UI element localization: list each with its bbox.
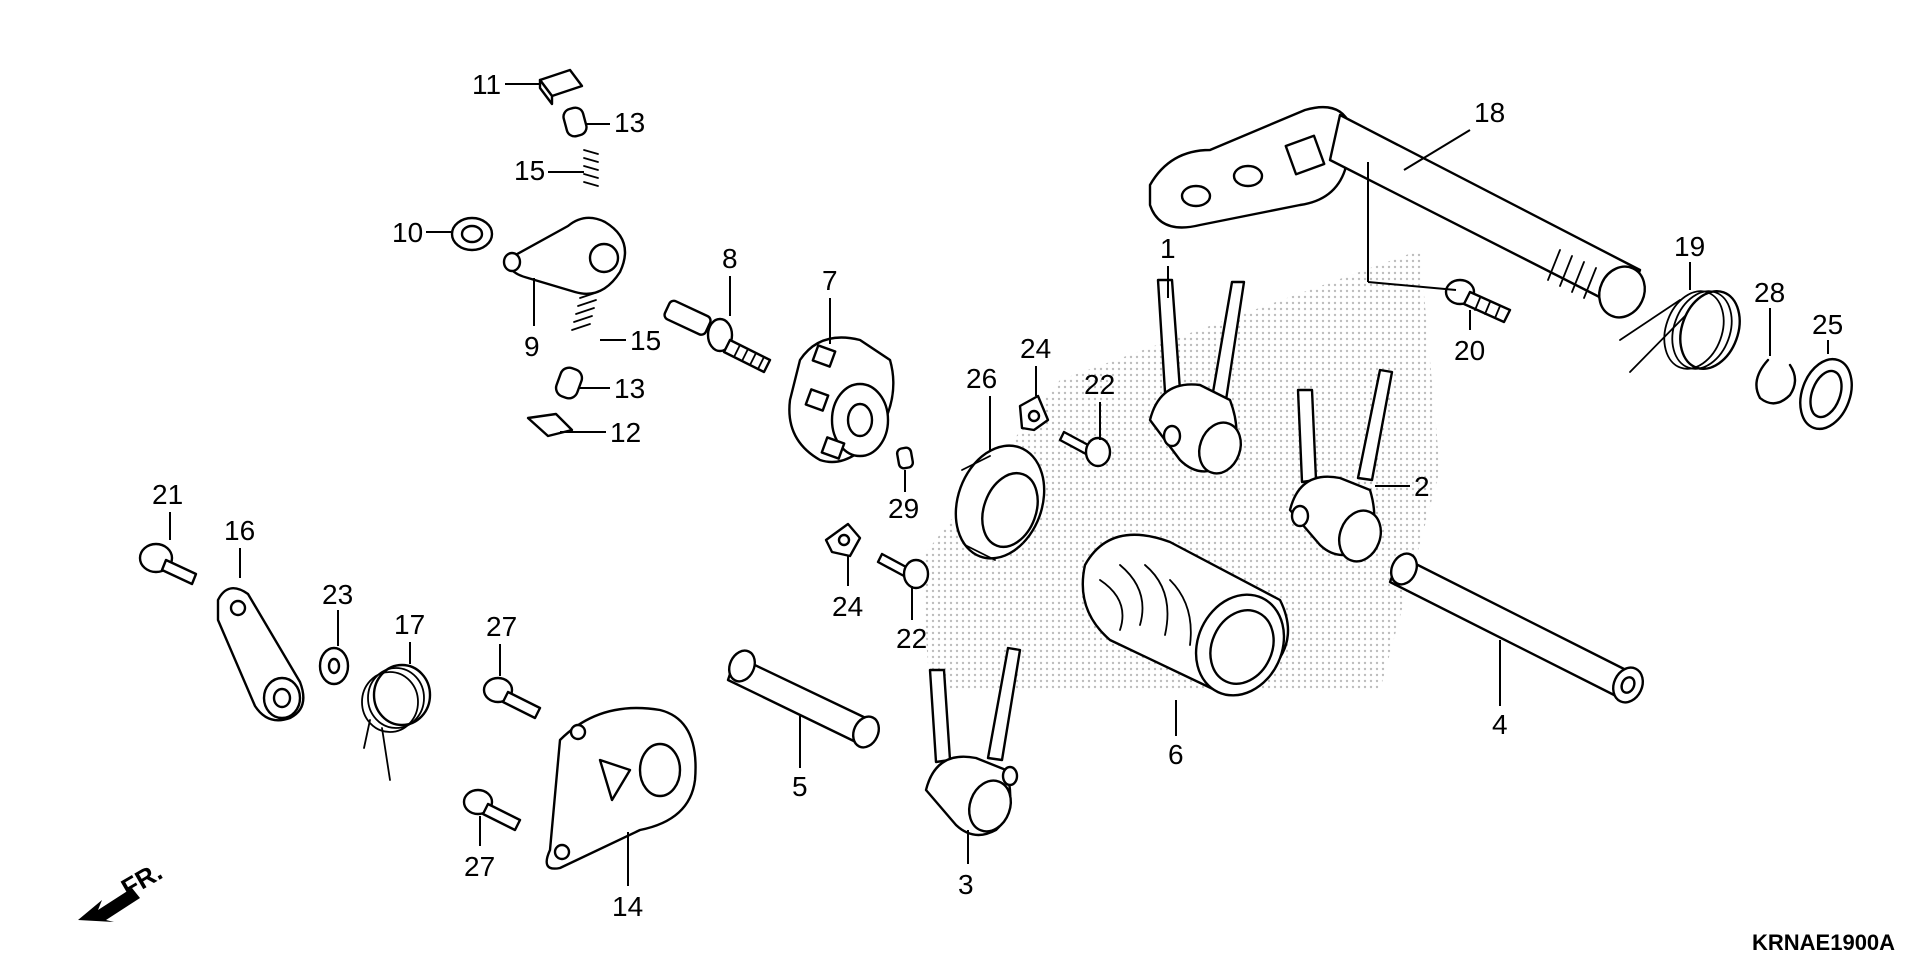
- callout-21: 21: [152, 479, 183, 510]
- callout-17: 17: [394, 609, 425, 640]
- part-13-pin-upper: [562, 106, 588, 138]
- part-22-bolt-lower: [876, 552, 930, 590]
- part-28-snap-ring: [1755, 358, 1797, 405]
- callout-15-lower: 15: [630, 325, 661, 356]
- callout-4: 4: [1492, 709, 1508, 740]
- callout-15-upper: 15: [514, 155, 545, 186]
- part-19-spring: [1619, 290, 1741, 373]
- callout-10: 10: [392, 217, 423, 248]
- callout-29: 29: [888, 493, 919, 524]
- callout-12: 12: [610, 417, 641, 448]
- part-24-plate-upper: [1018, 394, 1050, 432]
- callout-27-lower: 27: [464, 851, 495, 882]
- part-7-drum-center: [788, 336, 895, 464]
- part-20-bolt: [1444, 278, 1512, 324]
- callout-6: 6: [1168, 739, 1184, 770]
- callout-16: 16: [224, 515, 255, 546]
- part-3-fork: [924, 646, 1022, 837]
- part-12-block: [526, 412, 574, 438]
- part-18-spindle: [1148, 105, 1646, 319]
- part-9-arm: [502, 216, 627, 295]
- part-1-fork: [1148, 278, 1246, 475]
- callout-28: 28: [1754, 277, 1785, 308]
- leader-lines: [169, 83, 1829, 886]
- callout-25: 25: [1812, 309, 1843, 340]
- part-17-spring: [361, 663, 432, 781]
- part-22-bolt-upper: [1058, 430, 1112, 468]
- part-8-bolt: [663, 299, 772, 374]
- part-16-arm: [216, 587, 305, 722]
- part-15-spring-lower: [571, 291, 599, 331]
- callout-3: 3: [958, 869, 974, 900]
- callout-22-lower: 22: [896, 623, 927, 654]
- part-2-fork: [1288, 368, 1394, 563]
- callout-11: 11: [472, 69, 501, 100]
- callout-5: 5: [792, 771, 808, 802]
- diagram-code: KRNAE1900A: [1752, 930, 1895, 955]
- callout-18: 18: [1474, 97, 1505, 128]
- part-4-shaft: [1388, 552, 1644, 704]
- part-25-washer: [1799, 357, 1853, 431]
- part-11-block: [538, 68, 584, 106]
- part-26-bearing: [954, 444, 1046, 561]
- callout-23: 23: [322, 579, 353, 610]
- part-13-pin-lower: [554, 366, 584, 400]
- front-direction-arrow: FR.: [78, 856, 167, 922]
- callout-9: 9: [524, 331, 540, 362]
- callout-13-lower: 13: [614, 373, 645, 404]
- part-23-washer: [318, 646, 350, 686]
- part-15-spring-upper: [583, 149, 599, 187]
- callout-1: 1: [1160, 233, 1176, 264]
- part-21-bolt: [138, 542, 198, 586]
- callout-7: 7: [822, 265, 838, 296]
- callout-20: 20: [1454, 335, 1485, 366]
- callout-8: 8: [722, 243, 738, 274]
- callout-19: 19: [1674, 231, 1705, 262]
- part-10-cap: [450, 216, 494, 252]
- part-27-bolt-lower: [462, 788, 522, 832]
- callout-24-upper: 24: [1020, 333, 1051, 364]
- callout-22-upper: 22: [1084, 369, 1115, 400]
- part-29-pin: [895, 446, 915, 470]
- watermark-logo: [920, 250, 1440, 690]
- part-6-shift-drum: [1081, 533, 1290, 697]
- callout-14: 14: [612, 891, 643, 922]
- callout-labels: 11 13 15 10 9 15 13 12 8 7 29 26 24 22 2…: [152, 69, 1843, 922]
- part-14-plate: [545, 706, 697, 870]
- part-27-bolt-upper: [482, 676, 542, 720]
- callout-27-upper: 27: [486, 611, 517, 642]
- callout-26: 26: [966, 363, 997, 394]
- callout-2: 2: [1414, 471, 1430, 502]
- part-24-plate-lower: [824, 522, 862, 558]
- callout-13-upper: 13: [614, 107, 645, 138]
- callout-24-lower: 24: [832, 591, 863, 622]
- part-5-shaft: [726, 649, 881, 749]
